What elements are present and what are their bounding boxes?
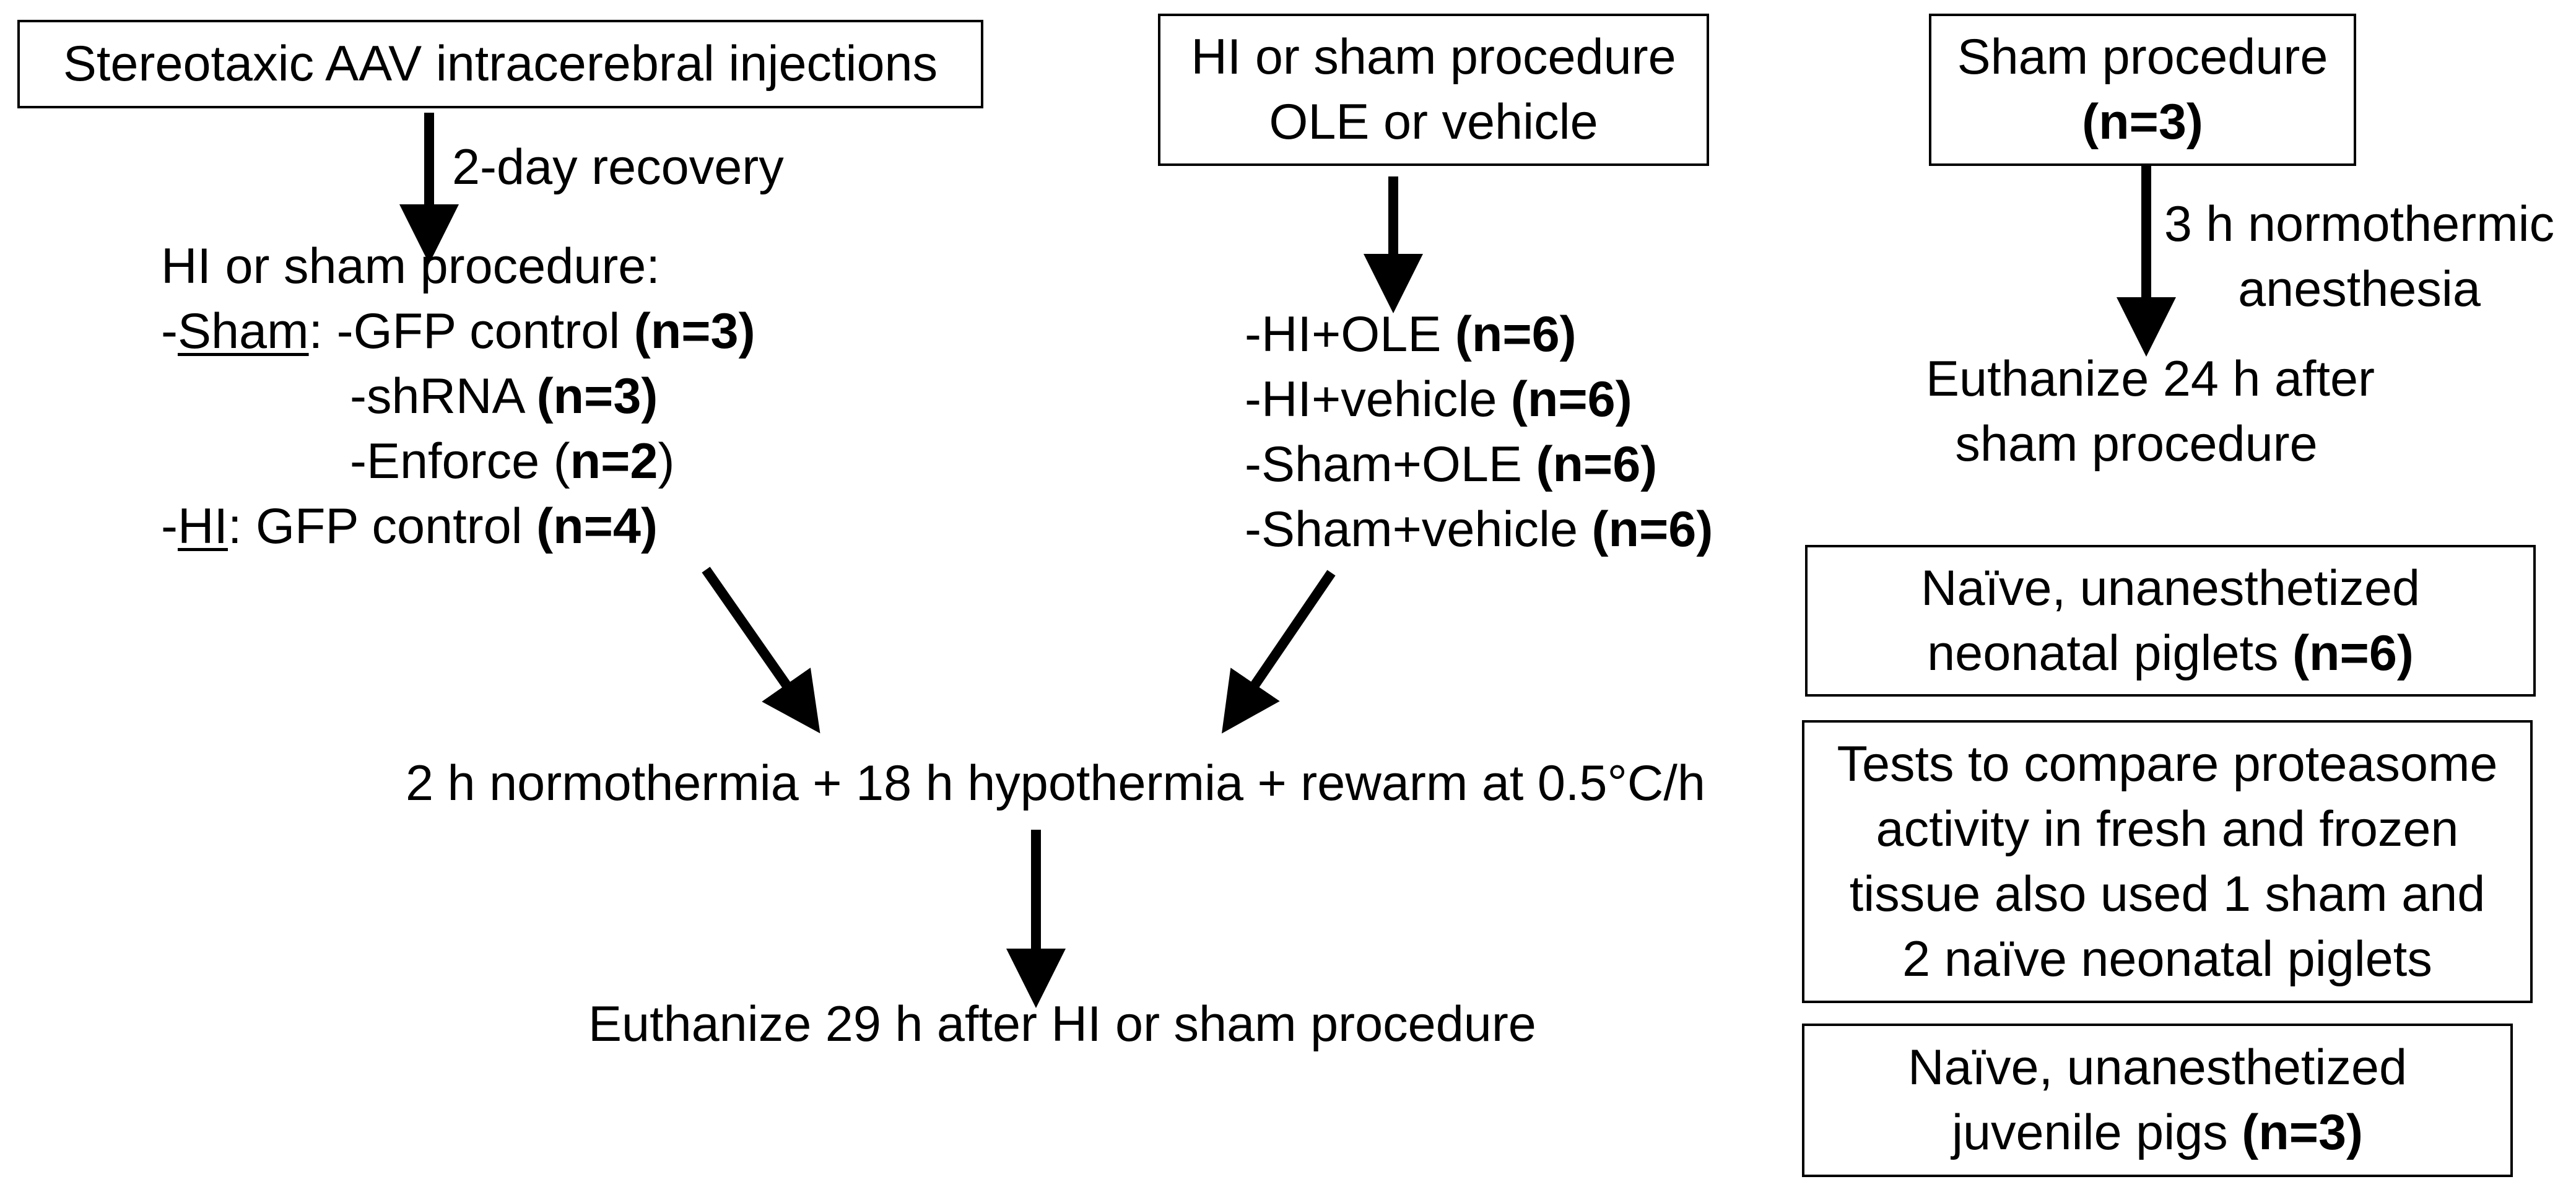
sham-row-shrna: -shRNA (n=3) [350, 368, 658, 424]
group-hi-vehicle: -HI+vehicle (n=6) [1245, 372, 1632, 427]
normothermic-anesthesia-label: 3 h normothermic anesthesia [2164, 196, 2555, 317]
arrow-left-to-protocol [702, 567, 820, 734]
group-sham-vehicle: -Sham+vehicle (n=6) [1245, 502, 1713, 557]
euthanize-29h: Euthanize 29 h after HI or sham procedur… [588, 996, 1536, 1052]
sham-row-enforce: -Enforce (n=2) [350, 433, 675, 489]
hi-row: -HI: GFP control (n=4) [161, 498, 658, 554]
sham-procedure-box: Sham procedure (n=3) [1929, 14, 2356, 166]
arrow-middle-to-protocol [1221, 570, 1336, 734]
euthanize-24h: Euthanize 24 h after sham procedure [1926, 351, 2375, 472]
temperature-protocol: 2 h normothermia + 18 h hypothermia + re… [406, 755, 1705, 811]
tests-box: Tests to compare proteasome activity in … [1802, 720, 2533, 1003]
sham-row-gfp: -Sham: -GFP control (n=3) [161, 303, 755, 359]
group-sham-ole: -Sham+OLE (n=6) [1245, 437, 1658, 492]
middle-group-list: -HI+OLE (n=6) -HI+vehicle (n=6) -Sham+OL… [1245, 302, 1713, 562]
group-hi-ole: -HI+OLE (n=6) [1245, 307, 1577, 362]
group-heading: HI or sham procedure: [161, 238, 660, 294]
injection-box: Stereotaxic AAV intracerebral injections [17, 20, 983, 108]
naive-neonatal-box: Naïve, unanesthetized neonatal piglets (… [1805, 545, 2536, 697]
left-group-list: HI or sham procedure: -Sham: -GFP contro… [161, 234, 755, 559]
hi-label: HI [177, 498, 228, 554]
sham-label: Sham [177, 303, 309, 359]
naive-juvenile-box: Naïve, unanesthetized juvenile pigs (n=3… [1802, 1024, 2513, 1177]
hi-sham-ole-box: HI or sham procedure OLE or vehicle [1158, 14, 1709, 166]
recovery-label: 2-day recovery [452, 139, 784, 195]
